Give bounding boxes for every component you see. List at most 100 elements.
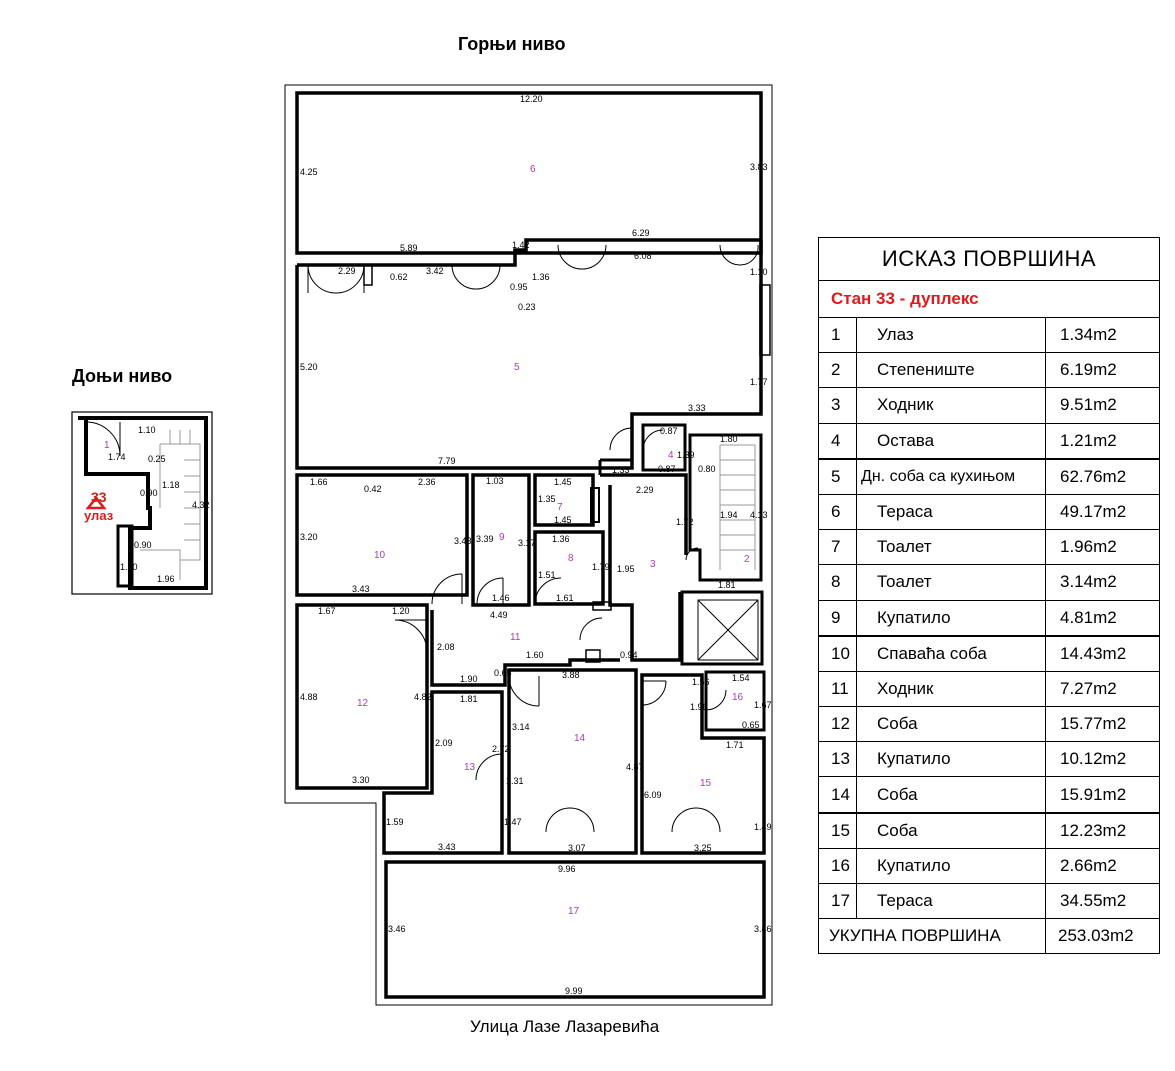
row-number: 5 [819,459,857,494]
dimension-label: 3.43 [438,842,456,852]
dimension-label: 5.20 [300,362,318,372]
room-area: 9.51m2 [1060,395,1117,415]
row-number: 2 [819,353,857,388]
dimension-label: 1.45 [554,515,572,525]
dimension-label: 3.14 [512,722,530,732]
room-number: 10 [374,550,386,561]
street-label: Улица Лазе Лазаревића [470,1017,660,1036]
row-number: 16 [819,848,857,883]
table-subtitle: Стан 33 - дуплекс [819,281,1159,318]
dimension-label: 1.66 [310,477,328,487]
dimension-label: 3.39 [476,534,494,544]
dimension-label: 0.90 [140,488,158,498]
dimension-label: 1.71 [726,740,744,750]
dimension-label: 3.83 [750,162,768,172]
row-number: 12 [819,707,857,742]
dimension-label: 3.43 [352,584,370,594]
room-area: 6.19m2 [1060,360,1117,380]
row-number: 7 [819,530,857,565]
dimension-label: 1.36 [532,272,550,282]
dimension-label: 1.10 [138,425,156,435]
room-area: 7.27m2 [1060,678,1117,698]
dimension-label: 3.25 [694,843,712,853]
entrance-label: улаз [84,508,114,523]
dimension-label: 1.49 [754,822,772,832]
room-number: 12 [357,698,369,709]
room-area: 10.12m2 [1060,749,1127,769]
room-number: 6 [530,164,536,175]
room-number: 1 [104,440,110,451]
row-number: 11 [819,671,857,707]
dimension-label: 1.77 [750,377,768,387]
dimension-label: 3.46 [754,924,772,934]
dimension-label: 0.87 [660,426,678,436]
dimension-label: 1.35 [538,494,556,504]
row-number: 14 [819,777,857,812]
upper-level-plan: 6 5 10 9 7 8 3 4 2 11 12 13 14 15 16 17 … [284,84,773,1006]
room-17-outline [384,860,766,999]
dimension-label: 12.20 [520,94,543,104]
dimension-label: 1.03 [486,476,504,486]
dimension-label: 1.72 [676,517,694,527]
dimension-label: 3.46 [388,924,406,934]
dimension-label: 0.42 [364,484,382,494]
lower-level-title: Доњи ниво [72,366,173,386]
room-name: Остава [857,423,1046,458]
dimension-label: 3.07 [568,843,586,853]
room-name: Ходник [857,388,1046,423]
dimension-label: 3.20 [300,532,318,542]
dimension-label: 6.29 [632,228,650,238]
room-name: Тоалет [857,530,1046,565]
room-area: 49.17m2 [1060,502,1127,522]
room-area: 4.81m2 [1060,607,1117,627]
dimension-label: 1.47 [504,817,522,827]
room-name: Соба [857,813,1046,848]
row-number: 10 [819,636,857,671]
room-number: 16 [732,692,744,703]
dimension-label: 1.51 [538,570,556,580]
room-name: Купатило [857,600,1046,635]
dimension-label: 4.88 [300,692,318,702]
room-name: Тераса [857,884,1046,919]
dimension-label: 1.94 [720,510,738,520]
dimension-label: 1.90 [460,674,478,684]
room-name: Соба [857,777,1046,812]
room-name: Тоалет [857,565,1046,600]
dimension-label: 1.42 [512,240,530,250]
upper-level-title: Горњи ниво [458,34,566,54]
room-name: Спаваћа соба [857,636,1046,671]
dimension-label: 7.79 [438,456,456,466]
lower-level-plan: 1 1.74 1.10 0.25 0.90 1.18 4.32 1.96 1.2… [71,411,213,595]
dimension-label: 2.08 [437,642,455,652]
dimension-label: 3.88 [562,670,580,680]
dimension-label: 1.59 [386,817,404,827]
dimension-label: 1.45 [554,477,572,487]
room-name: Ходник [857,671,1046,707]
dimension-label: 1.36 [552,534,570,544]
dimension-label: 3.30 [352,775,370,785]
room-number: 17 [568,906,580,917]
room-number: 8 [568,553,574,564]
dimension-label: 0.65 [494,668,512,678]
dimension-label: 0.25 [148,454,166,464]
room-area: 3.14m2 [1060,572,1117,592]
dimension-label: 2.36 [418,477,436,487]
dimension-label: 1.46 [492,593,510,603]
dimension-label: 4.49 [490,610,508,620]
dimension-label: 3.33 [688,403,706,413]
dimension-label: 1.31 [506,776,524,786]
room-number: 14 [574,733,586,744]
dimension-label: 4.25 [300,167,318,177]
table-total-row: УКУПНА ПОВРШИНА 253.03m2 [819,919,1159,954]
row-number: 3 [819,388,857,423]
dimension-label: 1.95 [617,564,635,574]
